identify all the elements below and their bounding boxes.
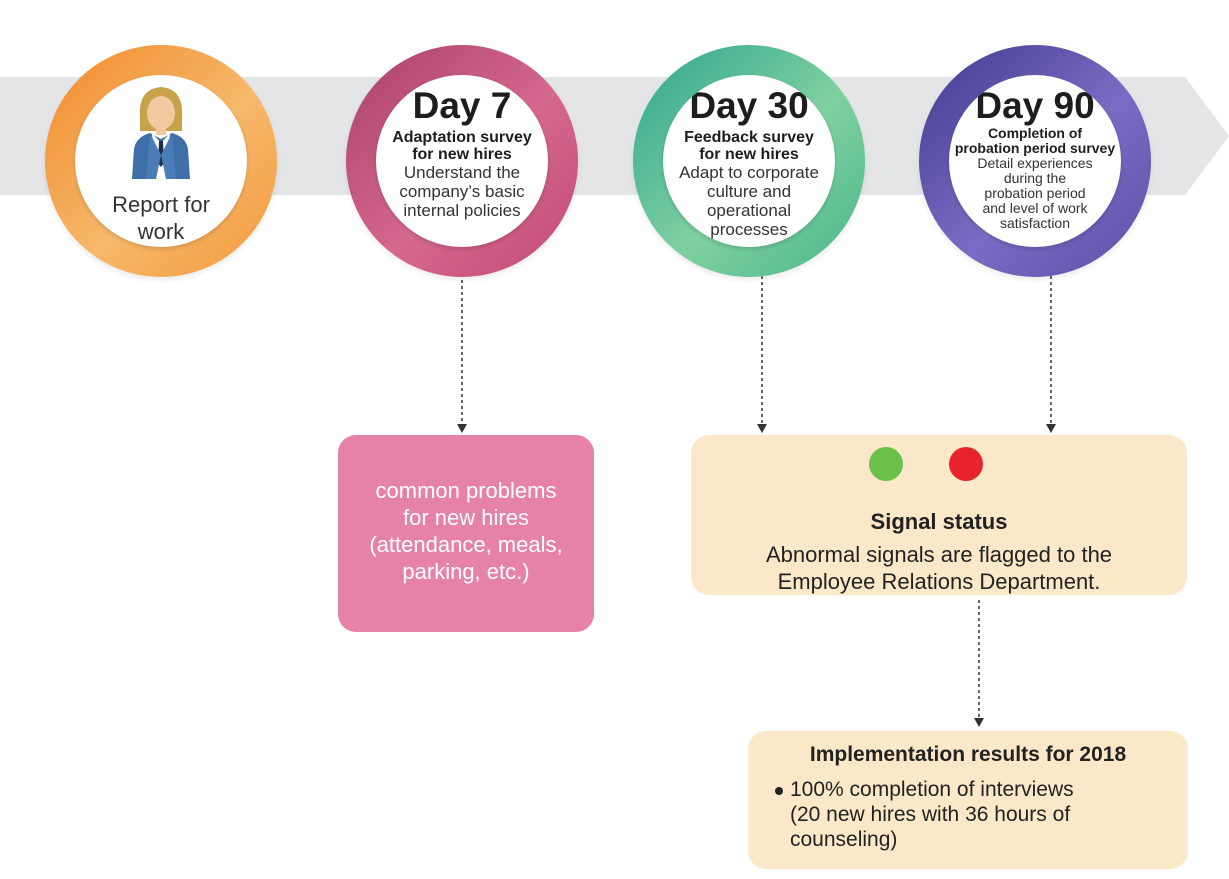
step-day90-description: Detail experiences during the probation …: [977, 155, 1093, 231]
implementation-results-title: Implementation results for 2018: [809, 743, 1127, 766]
signal-status-text: Abnormal signals are flagged to the Empl…: [765, 542, 1113, 594]
step-day30-description: Adapt to corporate culture and operation…: [679, 163, 819, 239]
step-day30-ring: Day 30 Feedback survey for new hires Ada…: [633, 45, 865, 277]
step-report-circle: Report for work: [75, 75, 247, 247]
arrowhead-icon: [757, 424, 767, 433]
step-day7-day: Day 7: [412, 85, 512, 126]
step-day90-day: Day 90: [975, 85, 1095, 126]
implementation-results-box: Implementation results for 2018 100% com…: [748, 731, 1188, 869]
signal-status-title: Signal status: [870, 509, 1008, 534]
signal-status-box: Signal status Abnormal signals are flagg…: [691, 435, 1187, 595]
green-signal-dot: [869, 447, 903, 481]
step-day30-title: Feedback survey for new hires: [684, 129, 814, 163]
implementation-results-item: 100% completion of interviews (20 new hi…: [748, 777, 1188, 852]
common-problems-box: common problems for new hires (attendanc…: [338, 435, 594, 632]
step-day7-title: Adaptation survey for new hires: [392, 129, 532, 163]
step-day7-description: Understand the company’s basic internal …: [399, 163, 525, 220]
step-day90-circle: Day 90 Completion of probation period su…: [949, 75, 1121, 247]
arrowhead-icon: [1046, 424, 1056, 433]
businesswoman-icon: [132, 87, 190, 179]
arrowhead-icon: [457, 424, 467, 433]
step-day7-circle: Day 7 Adaptation survey for new hires Un…: [376, 75, 548, 247]
problems-line: common problems: [375, 478, 557, 503]
red-signal-dot: [949, 447, 983, 481]
arrowhead-icon: [974, 718, 984, 727]
step-report-ring: Report for work: [45, 45, 277, 277]
step-day90-ring: Day 90 Completion of probation period su…: [919, 45, 1151, 277]
step-report-label: Report for work: [112, 192, 210, 244]
problems-line: parking, etc.): [402, 559, 530, 584]
step-day30-circle: Day 30 Feedback survey for new hires Ada…: [663, 75, 835, 247]
step-day7-ring: Day 7 Adaptation survey for new hires Un…: [346, 45, 578, 277]
problems-line: (attendance, meals,: [369, 532, 563, 557]
step-day30-day: Day 30: [689, 85, 809, 126]
bullet-icon: [775, 787, 783, 795]
step-day90-title: Completion of probation period survey: [954, 125, 1116, 156]
problems-line: for new hires: [403, 505, 529, 530]
